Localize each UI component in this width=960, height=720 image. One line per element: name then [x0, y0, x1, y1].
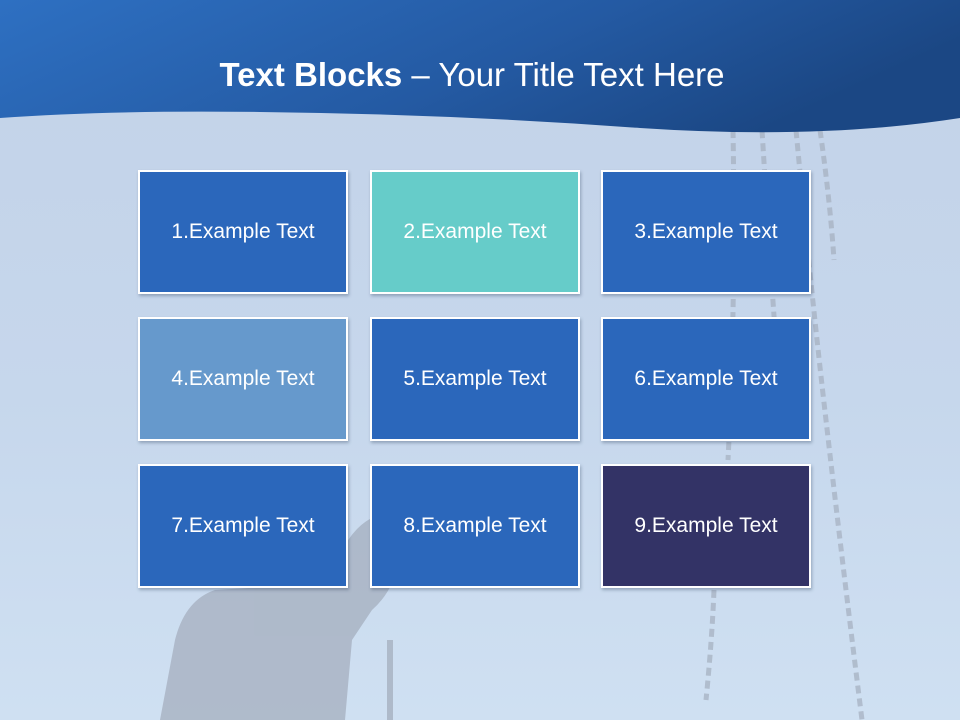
text-block-7: 7.Example Text: [138, 464, 348, 588]
text-block-5: 5.Example Text: [370, 317, 580, 441]
slide-title: Text Blocks – Your Title Text Here: [0, 52, 944, 98]
text-block-6: 6.Example Text: [601, 317, 811, 441]
text-block-label: 2.Example Text: [403, 220, 547, 243]
text-block-3: 3.Example Text: [601, 170, 811, 294]
header-wave: [0, 0, 960, 133]
title-regular-part: – Your Title Text Here: [402, 56, 725, 93]
text-block-label: 9.Example Text: [634, 514, 778, 537]
text-block-9: 9.Example Text: [601, 464, 811, 588]
text-block-1: 1.Example Text: [138, 170, 348, 294]
text-block-label: 8.Example Text: [403, 514, 547, 537]
text-block-label: 3.Example Text: [634, 220, 778, 243]
text-block-label: 4.Example Text: [171, 367, 315, 390]
text-block-4: 4.Example Text: [138, 317, 348, 441]
text-block-label: 5.Example Text: [403, 367, 547, 390]
text-block-grid: 1.Example Text 2.Example Text 3.Example Te…: [138, 170, 816, 594]
text-block-label: 6.Example Text: [634, 367, 778, 390]
text-block-label: 1.Example Text: [171, 220, 315, 243]
text-block-label: 7.Example Text: [171, 514, 315, 537]
text-block-8: 8.Example Text: [370, 464, 580, 588]
text-block-2: 2.Example Text: [370, 170, 580, 294]
title-bold-part: Text Blocks: [219, 56, 403, 93]
